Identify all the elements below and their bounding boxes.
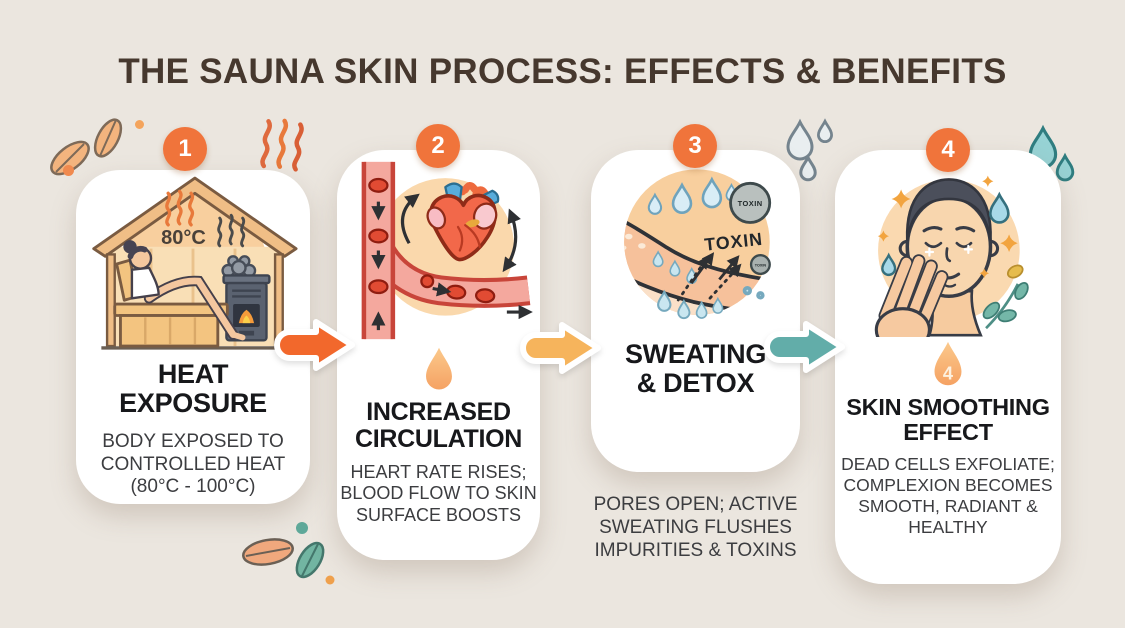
leaves-icon [50,118,123,176]
step-card-increased-circulation: INCREASED CIRCULATION HEART RATE RISES; … [337,150,540,560]
water-drops-icon [786,118,833,182]
sauna-scene-icon: 80°C [92,176,298,350]
droplet-number-icon: 4 [934,341,962,386]
flow-arrow-3 [764,321,845,373]
leaf-sprig-icon [242,522,335,585]
step-description: HEART RATE RISES; BLOOD FLOW TO SKIN SUR… [340,461,537,525]
step-title: SKIN SMOOTHING EFFECT [846,394,1050,446]
step-title: HEAT EXPOSURE [119,359,267,418]
heart-circulation-icon [361,161,533,340]
page-title: THE SAUNA SKIN PROCESS: EFFECTS & BENEFI… [118,52,1007,91]
sweating-skin-icon: TOXIN TOXIN TOXIN [623,169,771,320]
step-number-badge-4: 4 [926,128,970,172]
orange-dot [63,165,74,176]
step-title: INCREASED CIRCULATION [354,398,523,453]
step-title: SWEATING & DETOX [624,339,767,398]
toxin-small-label: TOXIN [754,263,766,267]
step-number-badge-1: 1 [163,127,207,171]
droplet-number-label: 4 [943,362,954,383]
step-description: PORES OPEN; ACTIVE SWEATING FLUSHES IMPU… [593,494,798,561]
toxin-bubble-label: TOXIN [737,199,762,208]
step-number-badge-2: 2 [416,124,460,168]
flow-arrow-1 [274,319,355,371]
step-card-heat-exposure: 80°C [76,170,310,504]
step-card-skin-smoothing: 4 SKIN SMOOTHING EFFECT DEAD CELLS EXFOL… [835,150,1061,584]
droplet-icon [425,347,452,390]
orange-dot [135,120,144,129]
smooth-face-icon [874,175,1029,337]
toxin-bubble [728,181,771,224]
step-description: BODY EXPOSED TO CONTROLLED HEAT (80°C - … [100,430,286,498]
step-number-badge-3: 3 [673,124,717,168]
step-card-sweating-detox: TOXIN TOXIN TOXIN SWEATING & DETOX [591,150,800,472]
temperature-label: 80°C [161,227,206,249]
step-description: DEAD CELLS EXFOLIATE; COMPLEXION BECOMES… [841,454,1055,538]
flow-arrow-2 [520,322,601,374]
heat-waves-icon [260,118,304,172]
